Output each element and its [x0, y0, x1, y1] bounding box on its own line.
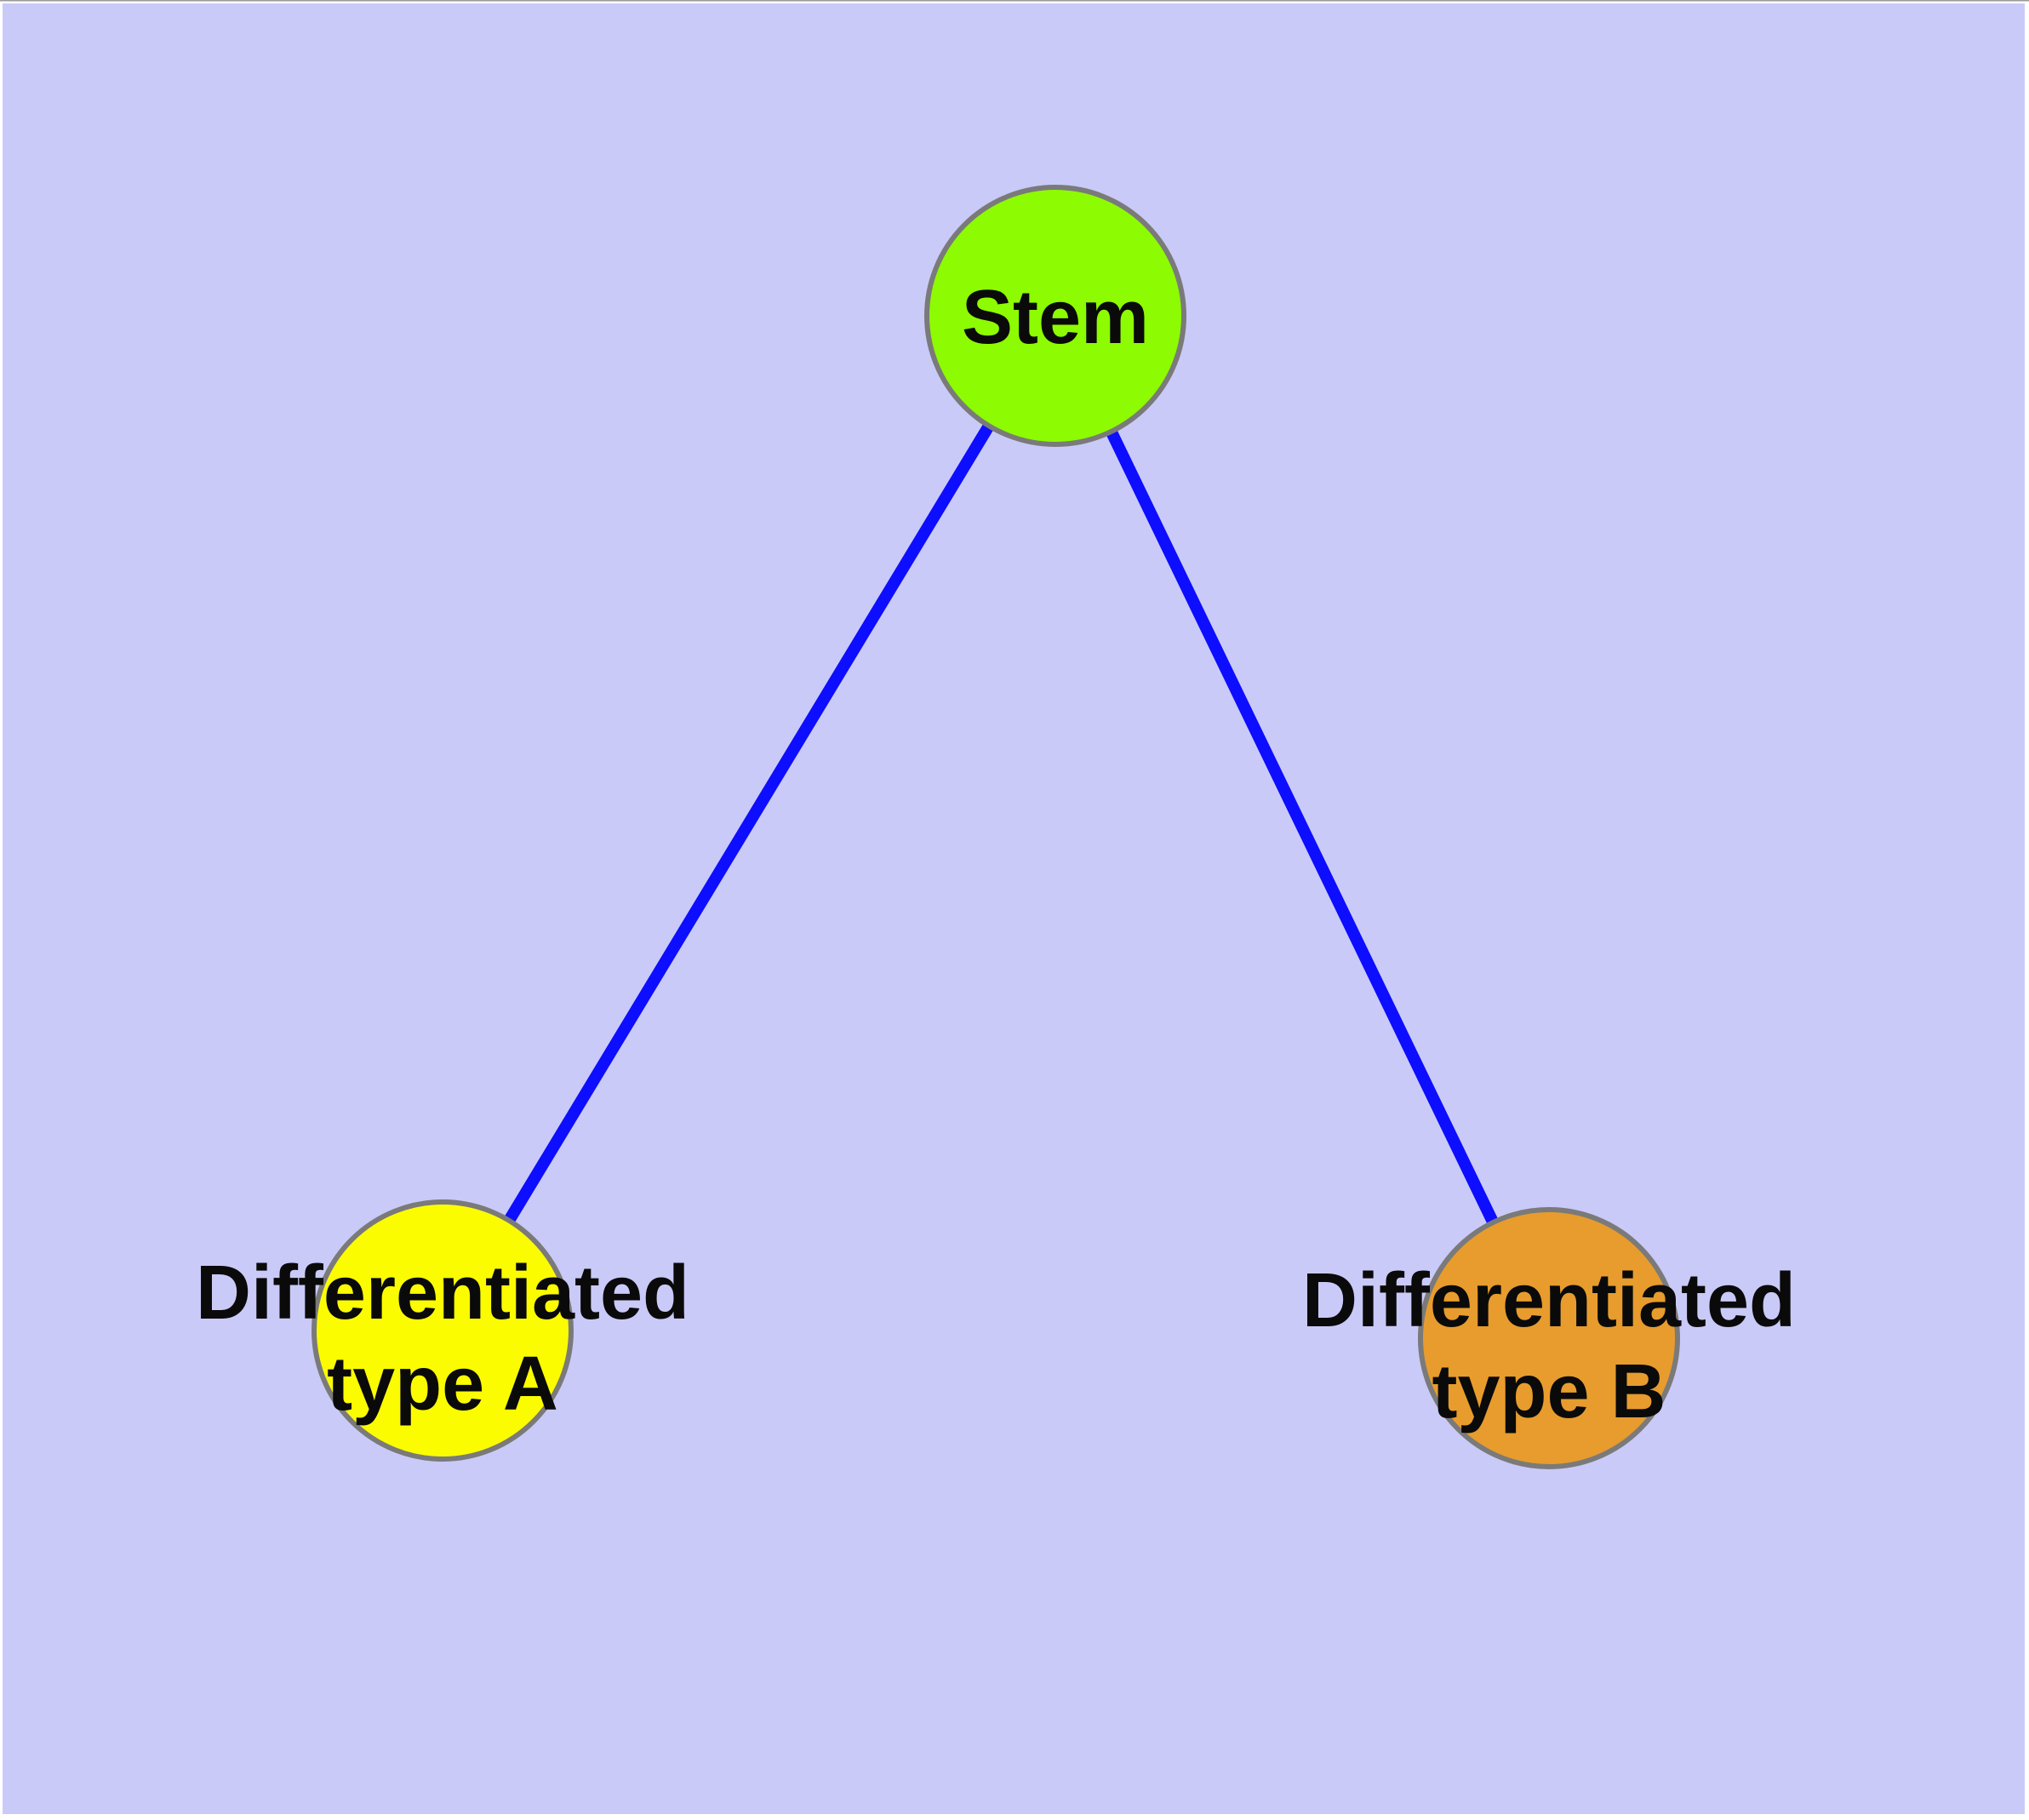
node-type-b-label-line2: type B — [1432, 1349, 1666, 1434]
node-type-a-label-line2: type A — [327, 1342, 558, 1427]
node-differentiated-type-b — [1418, 1207, 1680, 1469]
node-layer — [311, 185, 1680, 1469]
node-differentiated-type-a — [311, 1199, 574, 1462]
edge-layer — [437, 312, 1555, 1342]
top-hairline — [0, 0, 2029, 2]
node-stem-label: Stem — [962, 275, 1149, 360]
edge-stem-to-type-b — [1049, 312, 1555, 1342]
label-layer: Stem Differentiated type A Differentiate… — [196, 275, 1796, 1434]
edge-stem-to-type-a — [437, 312, 1060, 1334]
node-stem — [924, 185, 1186, 447]
node-type-b-label-line1: Differentiated — [1302, 1258, 1796, 1343]
node-type-a-label-line1: Differentiated — [196, 1251, 689, 1336]
